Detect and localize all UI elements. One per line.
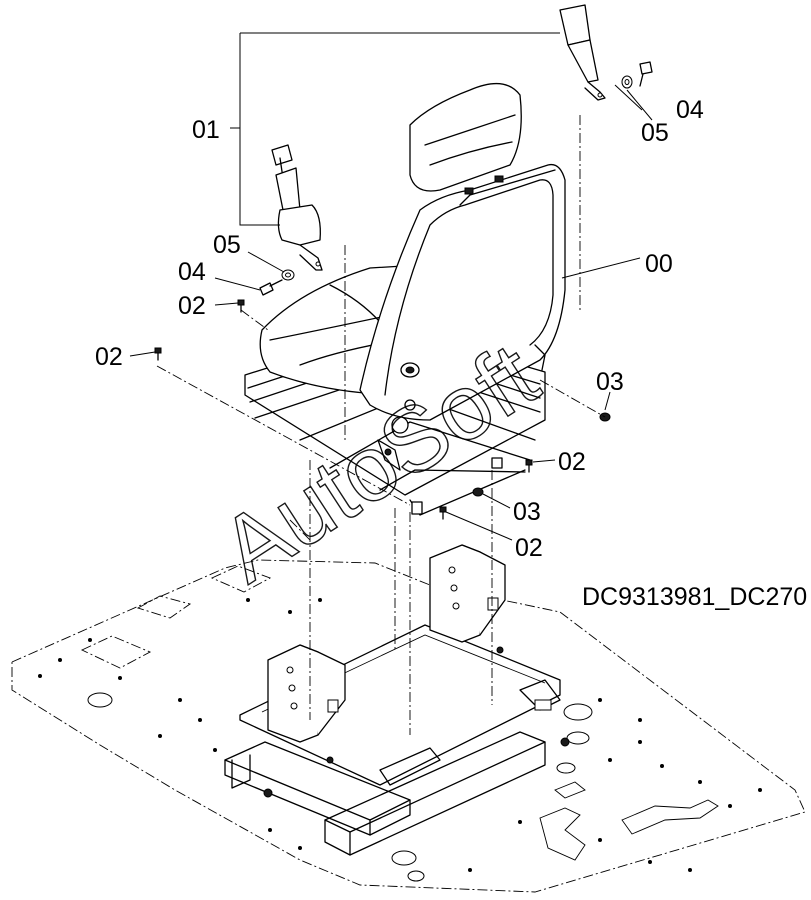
floor-hole	[566, 731, 590, 745]
seat-belt-buckle	[271, 144, 323, 271]
callout-03[interactable]: 03	[513, 498, 541, 526]
seat-mount-frame	[224, 544, 570, 856]
callout-02[interactable]: 02	[178, 292, 206, 320]
callout-04[interactable]: 04	[676, 96, 704, 124]
nut-03	[472, 487, 484, 497]
drawing-code: DC9313981_DC270	[582, 583, 807, 611]
callout-01[interactable]: 01	[192, 116, 220, 144]
bolt-02	[154, 299, 533, 520]
callout-03[interactable]: 03	[596, 368, 624, 396]
callout-05[interactable]: 05	[641, 119, 669, 147]
floor-hole	[563, 703, 593, 721]
callout-00[interactable]: 00	[645, 250, 673, 278]
floor-plate	[11, 559, 806, 893]
floor-hole	[87, 692, 113, 708]
floor-hole	[391, 850, 417, 866]
leader-lines	[129, 32, 653, 541]
callout-02[interactable]: 02	[558, 448, 586, 476]
floor-hole	[556, 762, 576, 774]
callout-05[interactable]: 05	[213, 231, 241, 259]
bolt	[639, 61, 653, 75]
callout-02[interactable]: 02	[515, 534, 543, 562]
callout-02[interactable]: 02	[95, 343, 123, 371]
assembly-lines	[156, 115, 606, 735]
floor-hole	[407, 870, 425, 882]
seat-belt-tongue	[559, 4, 606, 101]
callout-04[interactable]: 04	[178, 258, 206, 286]
